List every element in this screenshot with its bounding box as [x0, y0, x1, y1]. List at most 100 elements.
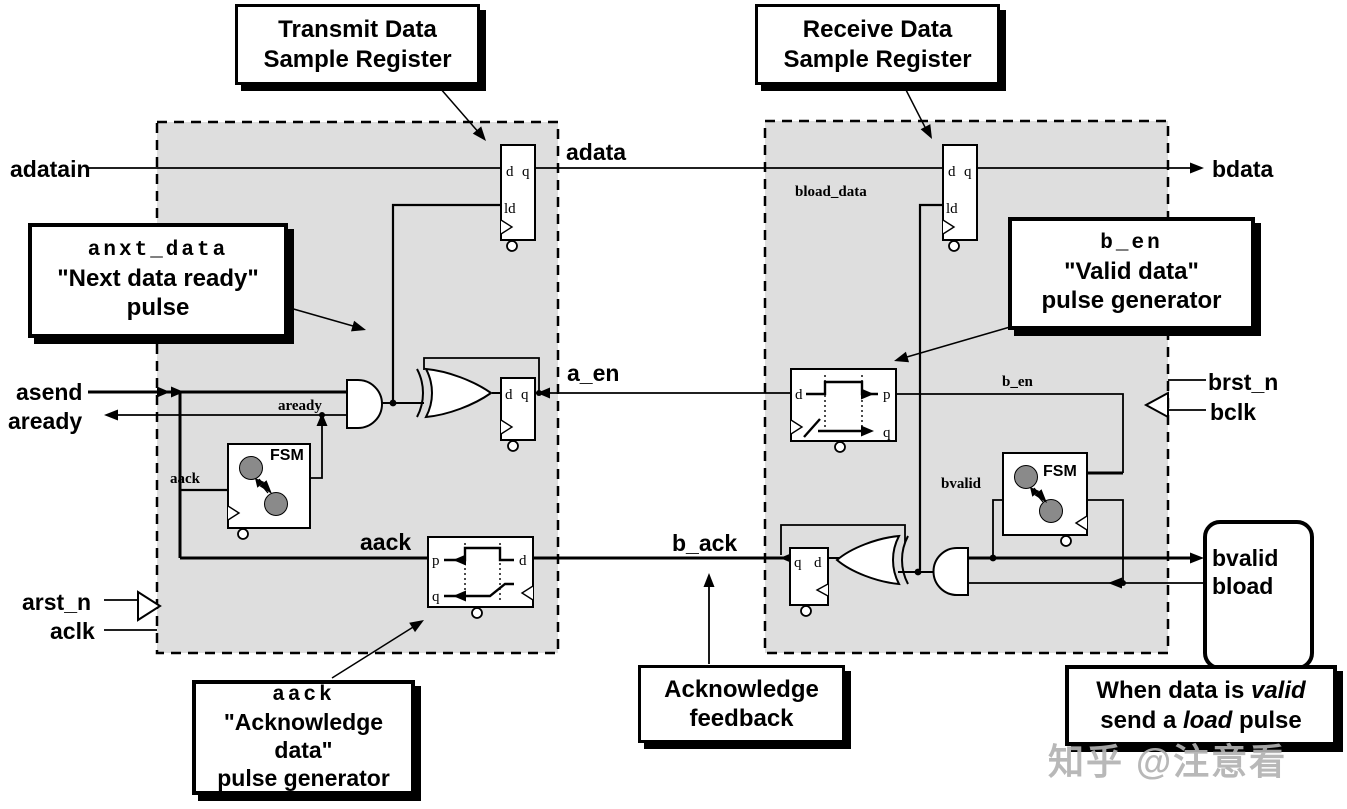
callout-line: When data is valid [1096, 676, 1305, 705]
callout-leaders [289, 87, 1011, 679]
arst-n-label: arst_n [22, 589, 91, 615]
a-en-flipflop: d q [500, 377, 536, 452]
pg-q-label: q [432, 589, 440, 605]
pg-d-label: d [795, 387, 803, 403]
callout-code-line: aack [272, 683, 335, 707]
step-waveform-icon [444, 582, 514, 598]
ld-wire-left [391, 203, 501, 401]
aack-pulse-callout: aack "Acknowledge data" pulse generator [192, 680, 415, 795]
callout-line: Sample Register [263, 45, 452, 73]
wires [88, 167, 1206, 664]
callout-line: Sample Register [783, 45, 972, 73]
callout-line: feedback [689, 705, 794, 732]
b-en-pulse-generator: d p q [790, 368, 897, 453]
b-ack-label: b_ack [672, 530, 737, 556]
step-waveform-icon [803, 418, 861, 438]
ff-d-label: d [948, 164, 956, 180]
b-en-pulse-callout: b_en "Valid data" pulse generator [1008, 217, 1255, 330]
arrowheads [104, 162, 1204, 589]
xor-back-arc-icon [901, 535, 909, 585]
a-en-junction-arrow [537, 387, 550, 399]
b-en-wire [896, 393, 1124, 473]
bvalid-bload-port-box: bvalid bload [1203, 520, 1314, 670]
a-en-label: a_en [567, 360, 619, 386]
adata-sample-register: d q ld [500, 144, 536, 252]
aclk-fsm: FSM [227, 443, 311, 540]
aack-label: aack [360, 529, 411, 555]
transmit-leader [439, 87, 481, 135]
bvalid-port-label: bvalid [1212, 545, 1278, 571]
reset-bubble-icon [471, 607, 483, 619]
fsm-state-icon [1039, 499, 1063, 523]
pg-q-label: q [883, 425, 891, 441]
next-data-and-gate [346, 379, 383, 429]
receive-register-callout: Receive Data Sample Register [755, 4, 1000, 85]
fsm-aready-wire [310, 419, 323, 479]
callout-line: "Acknowledge data" [223, 709, 384, 764]
reset-bubble-icon [507, 440, 519, 452]
reset-bubble-icon [1060, 535, 1072, 547]
ff-q-label: q [964, 164, 972, 180]
adata-label: adata [566, 139, 626, 165]
fsm-bvalid-wire [992, 499, 1003, 556]
next-data-xor-gate [416, 367, 493, 419]
bvalid-inner-label: bvalid [941, 476, 982, 492]
and-gate-icon [346, 379, 383, 429]
anxt-data-callout: anxt_data "Next data ready" pulse [28, 223, 288, 338]
xor-back-arc-icon [416, 368, 424, 418]
bdata-arrow [1190, 162, 1204, 174]
callout-line: "Valid data" [1064, 258, 1199, 286]
adatain-label: adatain [10, 156, 91, 182]
and-gate-icon [932, 547, 969, 596]
watermark: 知乎 @注意看 [1048, 741, 1288, 782]
callout-line: pulse generator [217, 765, 390, 792]
ff-d-label: d [505, 387, 513, 403]
callout-line: "Next data ready" [57, 265, 259, 293]
fsm-state-icon [264, 492, 288, 516]
callout-italic-text: valid [1250, 677, 1306, 705]
aack-leader [331, 623, 419, 679]
pg-d-label: d [519, 553, 527, 569]
reset-bubble-icon [800, 605, 812, 617]
aready-label: aready [8, 408, 82, 434]
callout-text: pulse [1232, 706, 1302, 734]
pg-p-label: p [432, 553, 440, 569]
asend-arrow-2 [171, 386, 184, 398]
reset-bubble-icon [506, 240, 518, 252]
ben-leader [899, 326, 1011, 360]
ff-q-label: q [522, 164, 530, 180]
xor-gate-icon [835, 534, 901, 586]
xor-gate-icon [424, 367, 493, 419]
fsm-label: FSM [270, 447, 304, 464]
ff-ld-label: ld [946, 201, 958, 217]
clock-triangle-icon [227, 505, 241, 521]
anxt-leader [289, 307, 361, 329]
aack-inner-label: aack [170, 471, 201, 487]
bload-port-label: bload [1212, 573, 1273, 599]
callout-leader-tips [351, 124, 932, 633]
reset-bubble-icon [948, 240, 960, 252]
back-feedback-wire [780, 524, 906, 555]
callout-line: Acknowledge [664, 675, 819, 703]
aready-inner-label: aready [278, 398, 322, 414]
receive-leader [904, 87, 929, 134]
ld-wire-right [918, 203, 943, 570]
clock-triangle-icon [500, 219, 514, 235]
clock-triangle-icon [815, 583, 829, 597]
asend-arrow-1 [157, 386, 170, 398]
callout-text: When data is [1096, 677, 1251, 705]
aclk-label: aclk [50, 618, 95, 644]
reset-bubble-icon [237, 528, 249, 540]
aack-pulse-generator: p q d [427, 536, 534, 619]
brst-n-label: brst_n [1208, 369, 1278, 395]
bvalid-arrow [1190, 552, 1204, 564]
transmit-register-callout: Transmit Data Sample Register [235, 4, 480, 85]
ff-ld-label: ld [504, 201, 516, 217]
aclk-edge-triangle-icon [137, 590, 162, 622]
clock-triangle-icon [942, 219, 956, 235]
clock-triangle-icon [520, 585, 534, 601]
b-ack-xor-gate [835, 534, 909, 586]
clock-triangle-icon [790, 419, 804, 435]
